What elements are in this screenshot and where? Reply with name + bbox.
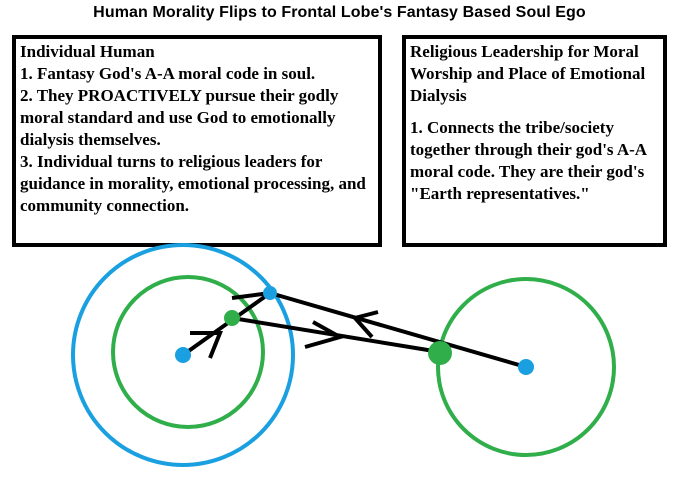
- individual-item-3: 3. Individual turns to religious leaders…: [20, 152, 371, 215]
- individual-heading: Individual Human: [20, 42, 155, 61]
- religious-leadership-box: Religious Leadership for Moral Worship a…: [402, 35, 667, 247]
- individual-human-box: Individual Human 1. Fantasy God's A-A mo…: [12, 35, 382, 247]
- outer-blue-circle: [71, 243, 295, 467]
- line-upper-to-right-center: [269, 291, 527, 369]
- diagram-title: Human Morality Flips to Frontal Lobe's F…: [93, 4, 586, 21]
- line-center-to-upper: [181, 291, 272, 357]
- individual-item-1: 1. Fantasy God's A-A moral code in soul.: [20, 64, 316, 83]
- node-right-green: [428, 341, 452, 365]
- node-right-center: [518, 359, 534, 375]
- node-upper-blue: [263, 286, 277, 300]
- inner-green-circle-left: [111, 275, 265, 429]
- node-left-green: [224, 310, 240, 326]
- green-circle-right: [436, 277, 616, 457]
- leadership-heading: Religious Leadership for Moral Worship a…: [410, 42, 650, 105]
- individual-item-2: 2. They PROACTIVELY pursue their godly m…: [20, 86, 343, 149]
- leadership-item-1: 1. Connects the tribe/society together t…: [410, 118, 651, 203]
- node-left-center: [175, 347, 191, 363]
- arrowhead-middle: [304, 320, 346, 349]
- arrowhead-left: [190, 331, 223, 359]
- arrowhead-right: [351, 310, 379, 339]
